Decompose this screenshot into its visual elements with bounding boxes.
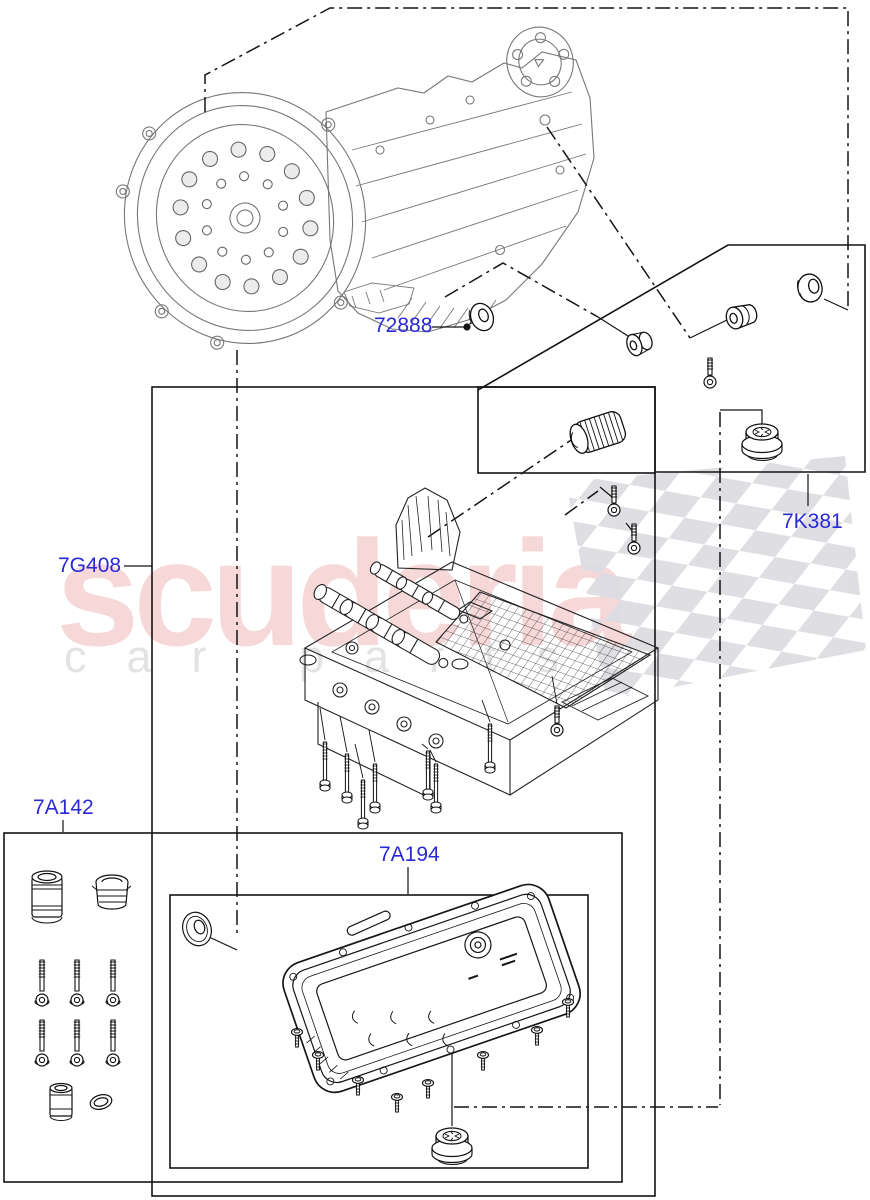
small-plug-part bbox=[626, 331, 653, 357]
solenoid-row bbox=[313, 561, 469, 669]
callout-box-breather bbox=[477, 386, 656, 474]
grommet-72888-part bbox=[468, 302, 495, 332]
bolt-kit-7a142 bbox=[31, 870, 132, 1121]
oil-pan-illustration bbox=[182, 883, 581, 1113]
transmission-illustration bbox=[115, 26, 595, 350]
leader-lines bbox=[62, 298, 849, 1126]
part-label-7a194[interactable]: 7A194 bbox=[379, 843, 440, 866]
ribbed-grommet-part bbox=[796, 273, 823, 303]
cap-plug-part bbox=[725, 304, 758, 330]
part-label-7k381[interactable]: 7K381 bbox=[782, 510, 843, 533]
callout-boxes bbox=[3, 244, 866, 1197]
tube-part bbox=[31, 870, 63, 924]
valve-body-illustration bbox=[299, 487, 660, 799]
assembly-reference-lines bbox=[204, 7, 849, 1108]
valve-body-bolts bbox=[319, 705, 564, 830]
o-ring-part bbox=[89, 1094, 113, 1110]
threaded-plug-part bbox=[91, 874, 132, 910]
plug-parts bbox=[468, 273, 823, 454]
part-label-7g408[interactable]: 7G408 bbox=[58, 554, 122, 577]
pan-grommet-part bbox=[182, 911, 212, 947]
callout-box-7a194 bbox=[169, 894, 589, 1169]
callout-box-7a142 bbox=[3, 832, 623, 1183]
screw-7k381 bbox=[703, 357, 717, 389]
part-label-72888[interactable]: 72888 bbox=[374, 314, 433, 337]
sleeve-part bbox=[49, 1082, 73, 1121]
drain-plug-7k381 bbox=[741, 423, 783, 462]
callout-box-7g408 bbox=[151, 386, 656, 1197]
breather-plug-part bbox=[569, 411, 627, 454]
callout-box-7k381 bbox=[477, 244, 866, 473]
drain-plug-pan bbox=[431, 1127, 473, 1166]
part-label-7a142[interactable]: 7A142 bbox=[33, 796, 94, 819]
checkered-flag-watermark bbox=[566, 456, 866, 700]
